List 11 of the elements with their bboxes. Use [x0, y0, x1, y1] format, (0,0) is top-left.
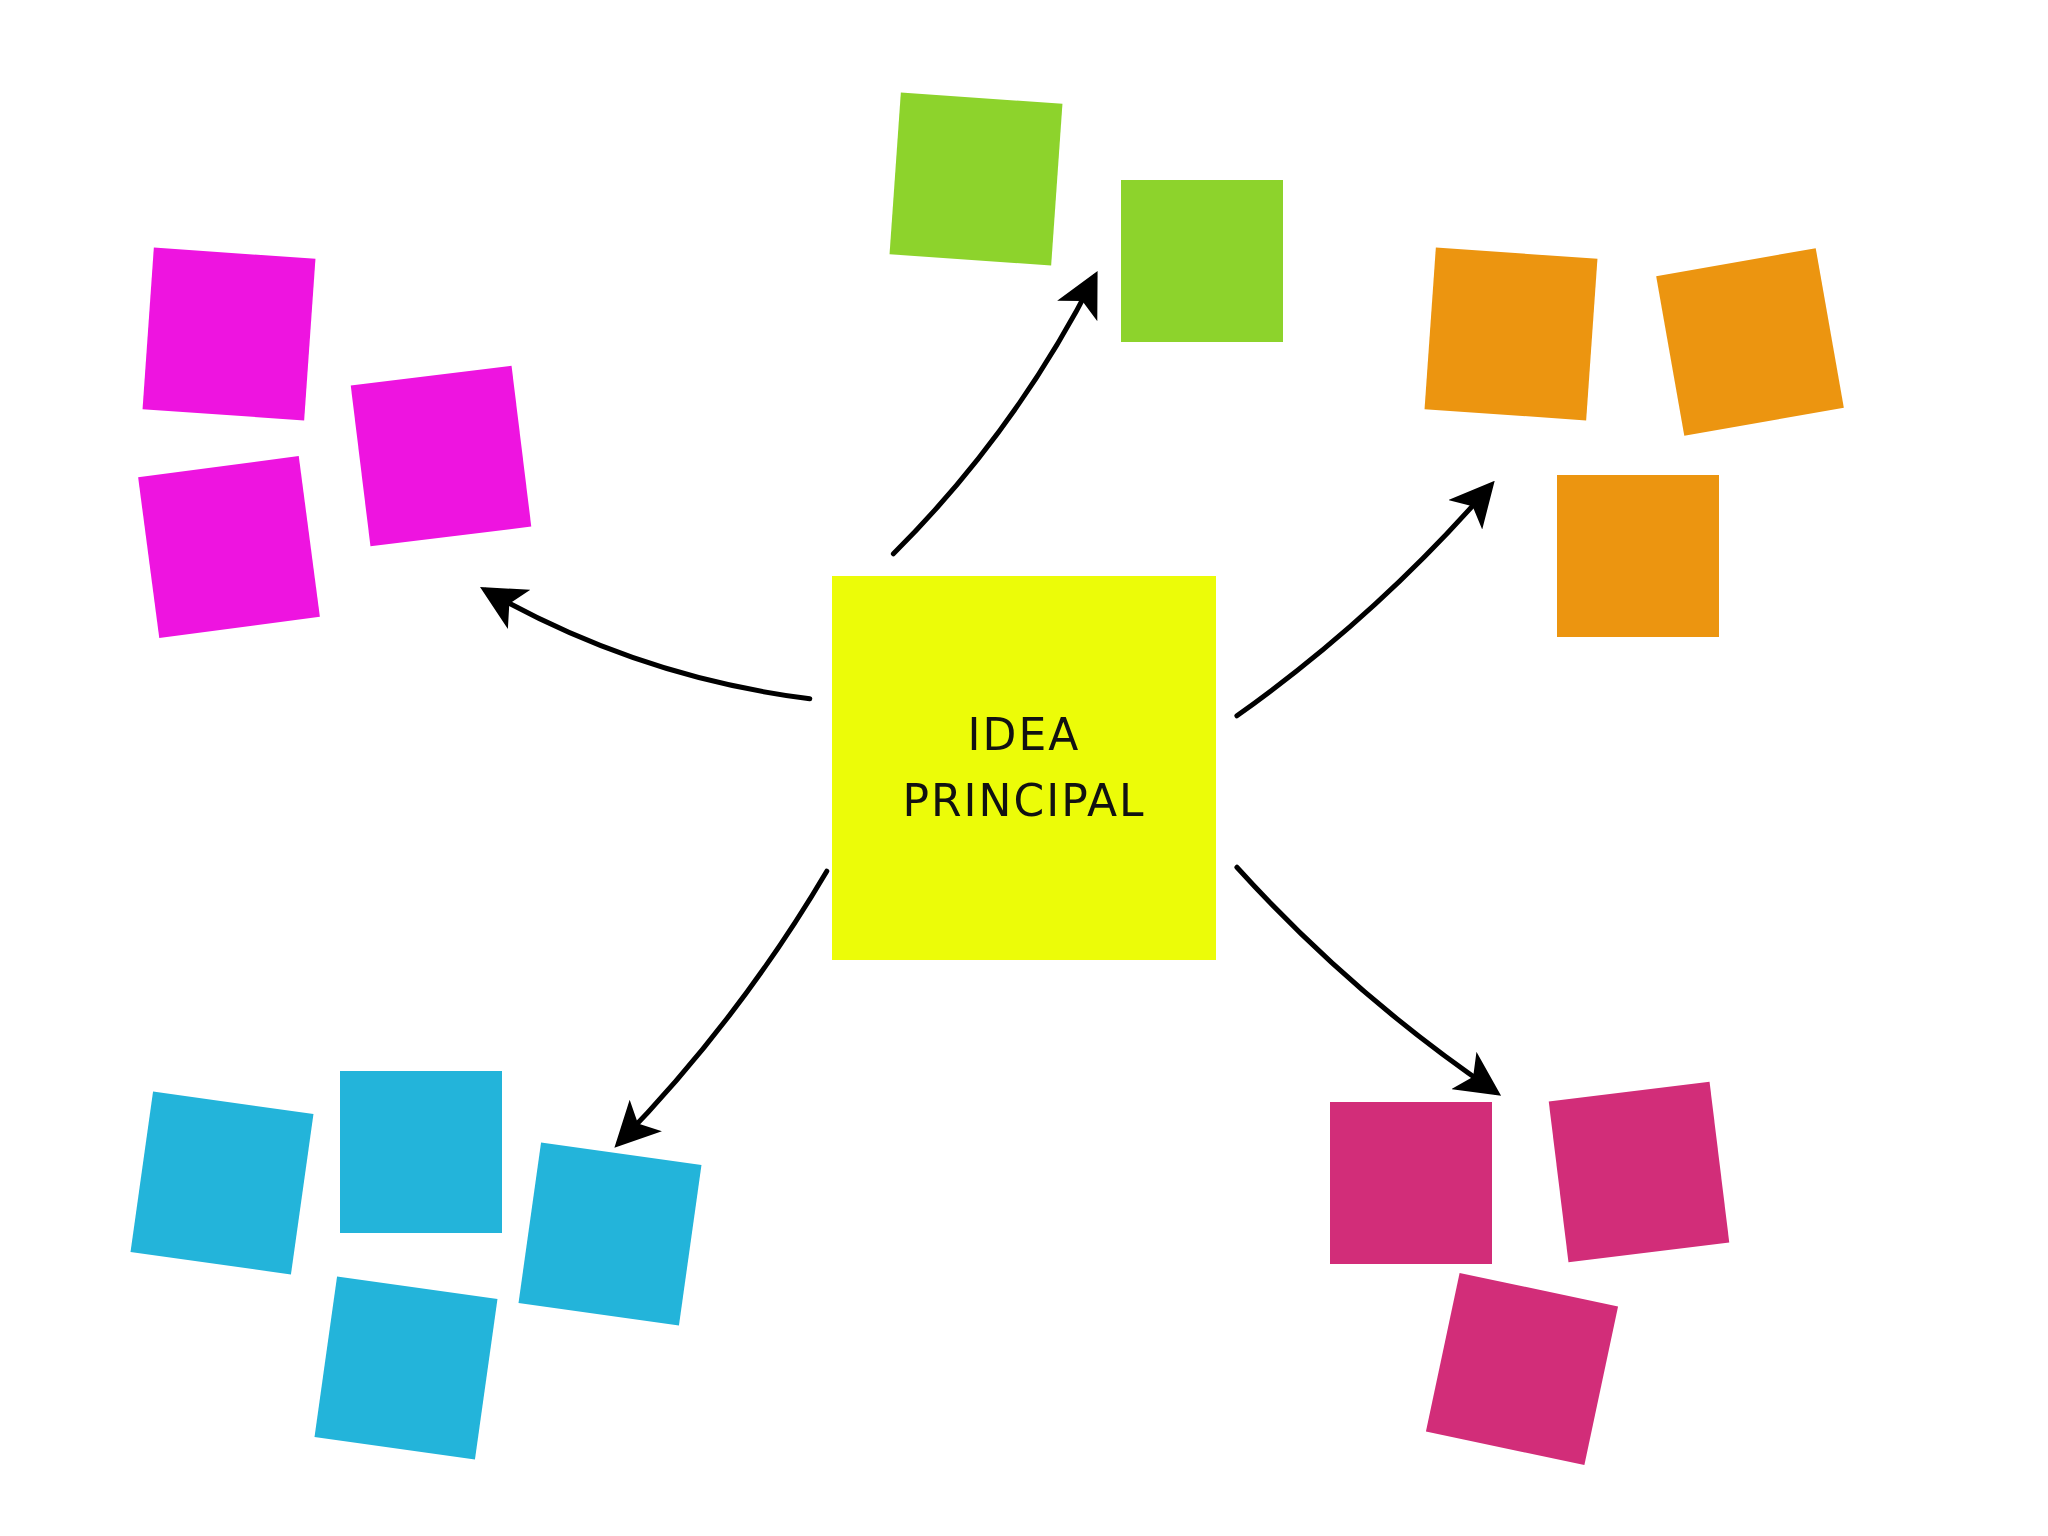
arrow — [1234, 480, 1495, 719]
sticky-note — [1329, 1102, 1492, 1265]
arrow — [1234, 864, 1502, 1096]
arrow — [890, 270, 1098, 557]
arrow — [479, 587, 813, 702]
sticky-note — [1556, 475, 1719, 638]
arrow — [614, 868, 830, 1148]
sticky-note — [1120, 180, 1283, 343]
sticky-note — [339, 1071, 502, 1233]
note-text: IDEA PRINCIPAL — [901, 708, 1147, 828]
main-idea-note — [832, 576, 1216, 960]
